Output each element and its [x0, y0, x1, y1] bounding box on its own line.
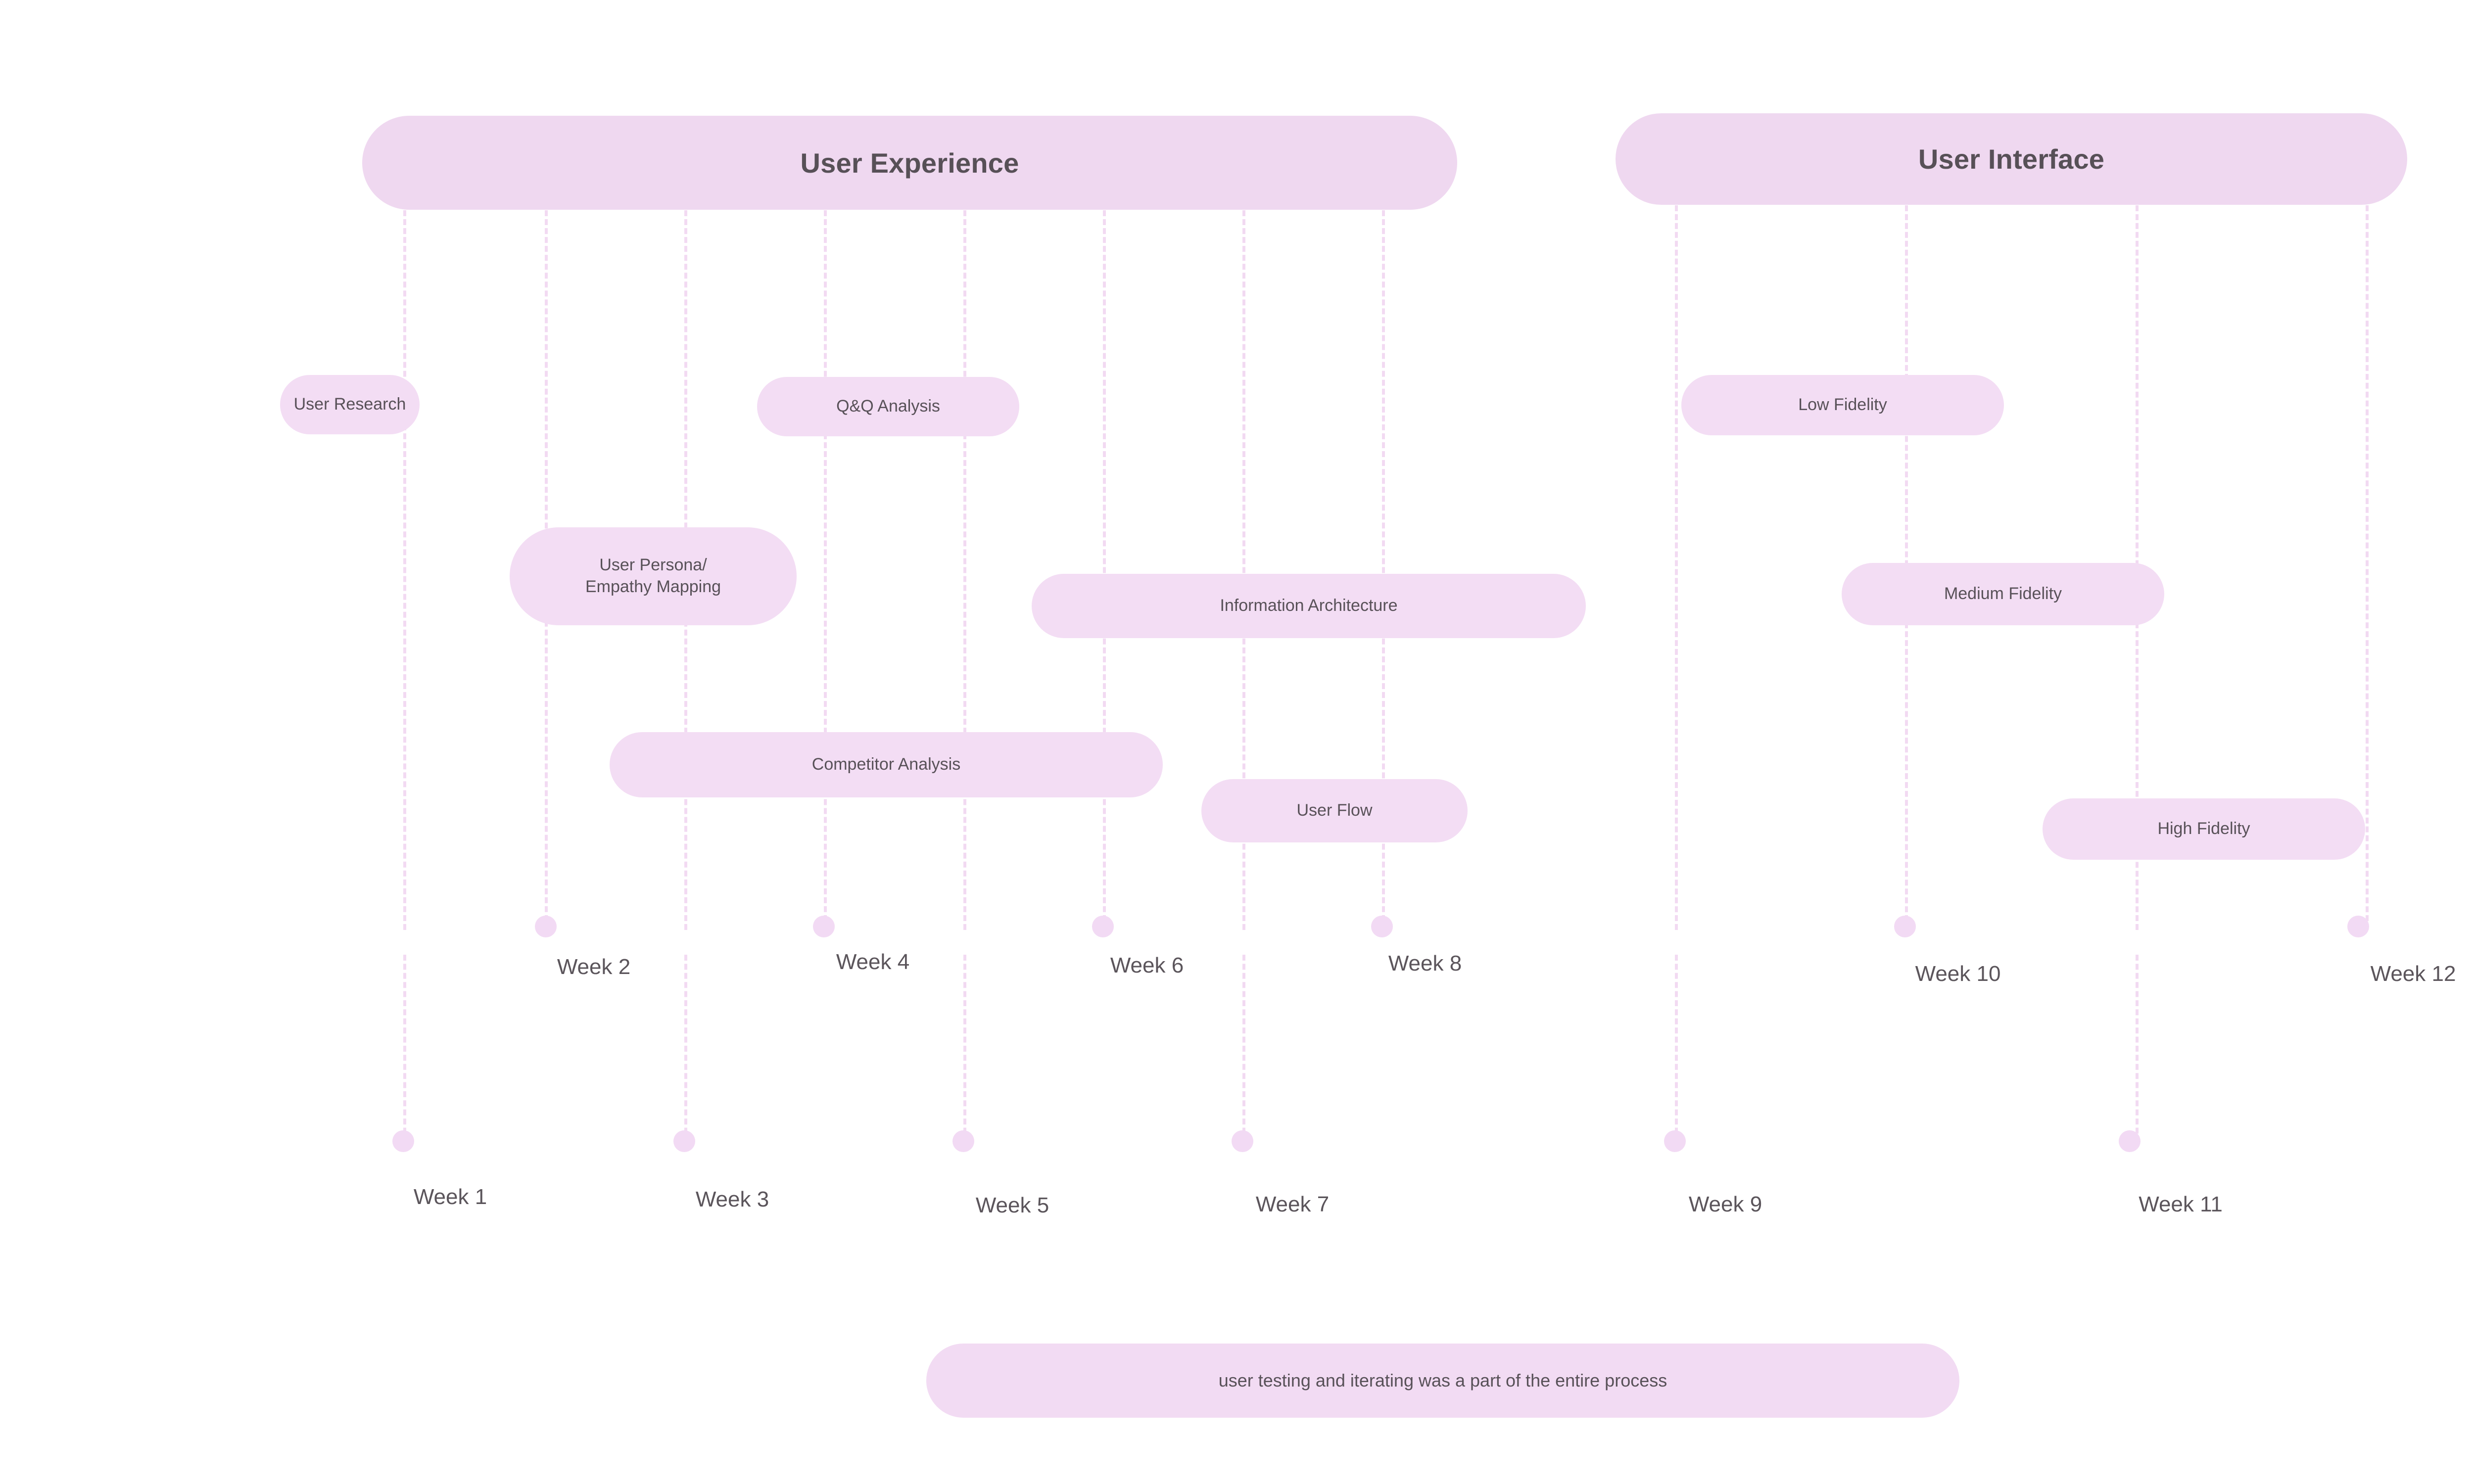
task-pill-label: Low Fidelity [1798, 395, 1887, 415]
week-marker-dot [673, 1130, 695, 1152]
task-pill[interactable]: Medium Fidelity [1842, 563, 2164, 625]
timeline-gridline [824, 210, 827, 930]
week-marker-dot [2347, 916, 2369, 937]
timeline-gridline [1103, 210, 1106, 930]
week-marker-label: Week 7 [1255, 1192, 1330, 1216]
week-marker-dot [392, 1130, 414, 1152]
task-pill-label: User Research [293, 395, 406, 414]
week-marker-label: Week 12 [2370, 962, 2456, 986]
week-marker-label: Week 3 [695, 1187, 769, 1211]
timeline-gridline [684, 955, 687, 1143]
week-marker-dot [1371, 916, 1393, 937]
phase-header-label: User Experience [800, 147, 1019, 179]
week-marker-dot [813, 916, 835, 937]
task-pill-label: Information Architecture [1220, 596, 1398, 615]
footer-caption-text: user testing and iterating was a part of… [1218, 1370, 1667, 1391]
timeline-gridline [1675, 205, 1678, 930]
timeline-gridline [963, 955, 966, 1143]
task-pill-label: Medium Fidelity [1944, 584, 2062, 603]
week-marker-label: Week 6 [1110, 953, 1184, 977]
task-pill[interactable]: Competitor Analysis [610, 732, 1163, 797]
week-marker-dot [535, 916, 557, 937]
task-pill-label: High Fidelity [2157, 819, 2250, 838]
week-marker-dot [2119, 1130, 2141, 1152]
week-marker-label: Week 8 [1388, 951, 1462, 975]
week-marker-label: Week 5 [975, 1193, 1049, 1217]
timeline-gridline [1675, 955, 1678, 1143]
task-pill[interactable]: User Research [280, 375, 420, 434]
task-pill[interactable]: Q&Q Analysis [757, 377, 1019, 436]
task-pill[interactable]: Low Fidelity [1681, 375, 2004, 435]
timeline-gridline [403, 955, 406, 1143]
week-marker-dot [1894, 916, 1916, 937]
timeline-gridline [2136, 955, 2139, 1143]
phase-header-bar: User Experience [362, 116, 1457, 210]
task-pill-label: Competitor Analysis [811, 755, 961, 774]
task-pill[interactable]: Information Architecture [1032, 574, 1586, 638]
timeline-gridline [1382, 210, 1385, 930]
timeline-gridline [403, 210, 406, 930]
timeline-gridline [963, 210, 966, 930]
task-pill-label: Q&Q Analysis [836, 397, 940, 416]
week-marker-dot [1664, 1130, 1686, 1152]
phase-header-bar: User Interface [1616, 113, 2407, 205]
task-pill[interactable]: User Flow [1201, 779, 1468, 842]
phase-header-label: User Interface [1918, 143, 2105, 175]
week-marker-label: Week 10 [1915, 962, 2001, 986]
timeline-gridline [1242, 210, 1245, 930]
week-marker-label: Week 9 [1688, 1192, 1762, 1216]
task-pill[interactable]: High Fidelity [2043, 798, 2365, 860]
week-marker-dot [952, 1130, 974, 1152]
timeline-gridline [1242, 955, 1245, 1143]
task-pill-label: User Flow [1296, 801, 1373, 820]
week-marker-dot [1092, 916, 1114, 937]
footer-caption-bar: user testing and iterating was a part of… [926, 1344, 1959, 1418]
task-pill-label: User Persona/ Empathy Mapping [585, 556, 721, 596]
week-marker-label: Week 1 [413, 1185, 487, 1209]
week-marker-label: Week 11 [2139, 1192, 2223, 1216]
week-marker-label: Week 2 [557, 955, 631, 979]
timeline-gridline [2366, 205, 2369, 930]
week-marker-dot [1232, 1130, 1253, 1152]
week-marker-label: Week 4 [836, 950, 910, 974]
task-pill[interactable]: User Persona/ Empathy Mapping [510, 527, 797, 625]
